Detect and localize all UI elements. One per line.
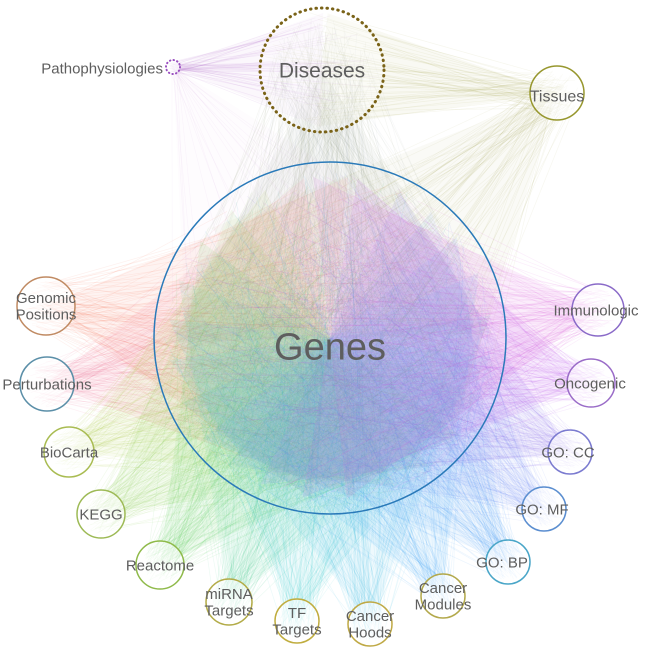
- node-label-kegg: KEGG: [79, 506, 122, 523]
- bundle-wash-go-mf-genes: [228, 211, 544, 509]
- node-circle-reactome[interactable]: [135, 540, 185, 590]
- node-circle-tf-targets[interactable]: [274, 598, 320, 644]
- node-label-pathophysiologies: Pathophysiologies: [41, 60, 163, 77]
- bundle-wash-biocarta-genes: [69, 189, 395, 487]
- node-circle-genes[interactable]: [153, 161, 507, 515]
- bundle-wash-tissues-genes: [211, 93, 557, 448]
- node-label-tissues: Tissues: [530, 89, 585, 106]
- node-kegg[interactable]: KEGG: [76, 489, 126, 539]
- bundle-wash-kegg-genes: [101, 209, 429, 514]
- node-circle-mirna-targets[interactable]: [205, 578, 253, 626]
- bundle-wash-diseases-genes: [168, 70, 492, 343]
- node-go-bp[interactable]: GO: BP: [476, 539, 531, 585]
- node-circle-oncogenic[interactable]: [566, 358, 616, 408]
- node-circle-go-cc[interactable]: [547, 429, 593, 475]
- node-circle-biocarta[interactable]: [43, 426, 95, 478]
- node-label-go-mf: GO: MF: [515, 501, 568, 518]
- node-circle-tissues[interactable]: [529, 65, 585, 121]
- node-circle-go-mf[interactable]: [521, 486, 567, 532]
- node-circle-diseases[interactable]: [258, 6, 386, 134]
- node-circle-cancer-modules[interactable]: [420, 573, 466, 619]
- bundle-wash-perturbations-genes: [47, 178, 356, 498]
- node-perturbations[interactable]: Perturbations: [2, 356, 92, 412]
- node-immunologic[interactable]: Immunologic: [553, 283, 639, 337]
- node-circle-kegg[interactable]: [76, 489, 126, 539]
- node-label-immunologic: Immunologic: [553, 302, 639, 319]
- bundle-wash-go-cc-genes: [260, 191, 570, 485]
- node-label-biocarta: BioCarta: [40, 444, 99, 461]
- node-go-mf[interactable]: GO: MF: [515, 486, 569, 532]
- node-label-go-cc: GO: CC: [541, 444, 595, 461]
- node-tissues[interactable]: Tissues: [529, 65, 585, 121]
- node-circle-go-bp[interactable]: [485, 539, 531, 585]
- node-label-go-bp: GO: BP: [476, 554, 528, 571]
- node-circle-genomic-positions[interactable]: [16, 276, 76, 336]
- node-label-oncogenic: Oncogenic: [554, 375, 626, 392]
- bundle-wash-reactome-genes: [160, 240, 460, 565]
- node-go-cc[interactable]: GO: CC: [541, 429, 595, 475]
- bundle-wash-immunologic-genes: [313, 177, 598, 499]
- node-label-reactome: Reactome: [126, 557, 194, 574]
- bundle-wash-cancer-hoods-genes: [169, 315, 491, 624]
- node-label-genes: Genes: [274, 326, 386, 368]
- node-circle-perturbations[interactable]: [19, 356, 75, 412]
- bundle-wash-pathophysiologies-diseases: [173, 13, 324, 127]
- node-biocarta[interactable]: BioCarta: [40, 426, 99, 478]
- bundle-wash-oncogenic-genes: [302, 178, 591, 498]
- node-diseases[interactable]: Diseases: [258, 6, 386, 134]
- bundle-wash-mirna-targets-genes: [178, 280, 482, 602]
- bundle-wash-cancer-modules-genes: [181, 273, 479, 596]
- node-genes[interactable]: Genes: [153, 161, 507, 515]
- edge-bundles: [23, 12, 617, 642]
- node-oncogenic[interactable]: Oncogenic: [554, 358, 626, 408]
- node-label-diseases: Diseases: [279, 59, 365, 82]
- node-circle-immunologic[interactable]: [571, 283, 625, 337]
- node-circle-pathophysiologies[interactable]: [165, 59, 181, 75]
- bundle-wash-tf-targets-genes: [169, 319, 491, 621]
- node-pathophysiologies[interactable]: Pathophysiologies: [41, 59, 181, 77]
- node-circle-cancer-hoods[interactable]: [347, 601, 393, 647]
- node-label-perturbations: Perturbations: [2, 376, 91, 393]
- node-reactome[interactable]: Reactome: [126, 540, 194, 590]
- bundle-wash-genomic-positions-genes: [46, 177, 349, 499]
